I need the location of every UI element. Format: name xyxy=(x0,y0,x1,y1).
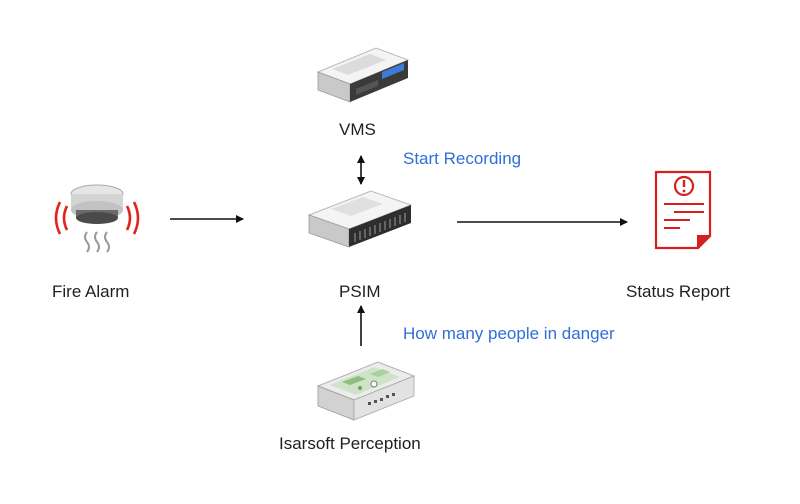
fire-alarm-label: Fire Alarm xyxy=(52,282,130,301)
alert-document-icon xyxy=(654,170,712,250)
psim-label: PSIM xyxy=(339,282,381,301)
psim-server-icon xyxy=(307,190,413,248)
start-recording-label: Start Recording xyxy=(403,149,522,168)
vms-server-icon xyxy=(316,47,410,103)
isarsoft-label: Isarsoft Perception xyxy=(279,434,421,453)
status-report-label: Status Report xyxy=(626,282,730,301)
edge-device-icon xyxy=(316,361,416,421)
vms-label: VMS xyxy=(339,120,376,139)
people-in-danger-label: How many people in danger xyxy=(403,324,615,343)
smoke-detector-icon xyxy=(54,184,140,253)
